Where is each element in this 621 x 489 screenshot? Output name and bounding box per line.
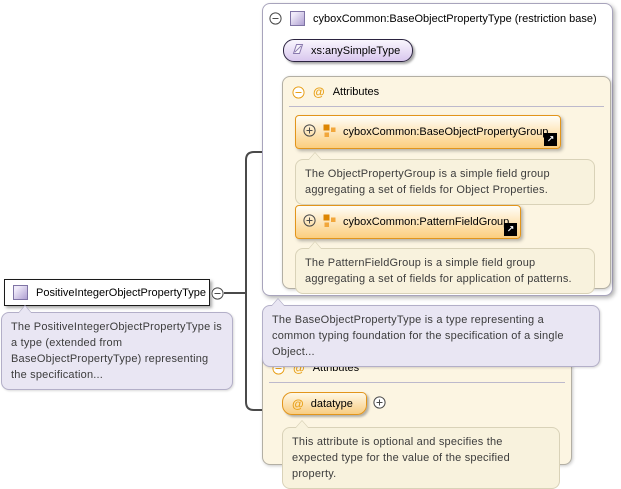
collapse-toggle-icon[interactable] [269, 12, 282, 25]
expand-toggle-icon[interactable] [303, 124, 316, 140]
attributes-panel: @ Attributes @ datatype This attribute i… [262, 352, 572, 489]
attributes-section: @ Attributes cyboxCommon:BaseObjectPrope… [282, 76, 611, 294]
type-box[interactable]: PositiveIntegerObjectPropertyType [4, 279, 210, 306]
attributes-header: @ Attributes [292, 85, 379, 99]
restriction-panel-header: cyboxCommon:BaseObjectPropertyType (rest… [269, 11, 597, 26]
collapse-toggle-icon[interactable] [292, 85, 305, 99]
group-name-label: cyboxCommon:PatternFieldGroup [343, 216, 510, 228]
base-type-description-tooltip: The BaseObjectPropertyType is a type rep… [262, 298, 600, 367]
attribute-row: @ datatype [282, 392, 386, 415]
group-description-text: The PatternFieldGroup is a simple field … [305, 257, 572, 285]
expand-toggle-icon[interactable] [373, 395, 386, 412]
attribute-description-text: This attribute is optional and specifies… [292, 436, 510, 480]
group-name-label: cyboxCommon:BaseObjectPropertyGroup [343, 126, 549, 138]
type-description-text: The PositiveIntegerObjectPropertyType is… [11, 321, 222, 381]
type-name-label: PositiveIntegerObjectPropertyType [36, 286, 206, 299]
attributes-header-label: Attributes [332, 86, 380, 98]
restriction-panel-title: cyboxCommon:BaseObjectPropertyType (rest… [313, 12, 597, 25]
separator [269, 382, 565, 383]
collapse-toggle-icon[interactable] [211, 287, 224, 300]
attribute-group-icon [323, 214, 336, 230]
simple-type-icon [291, 42, 305, 59]
attribute-icon: @ [292, 396, 304, 411]
complex-type-icon [13, 285, 28, 300]
group-box-patternfieldgroup[interactable]: cyboxCommon:PatternFieldGroup ↗ [295, 205, 521, 239]
group-box-baseobjectpropertygroup[interactable]: cyboxCommon:BaseObjectPropertyGroup ↗ [295, 115, 561, 149]
group-description-tooltip: The ObjectPropertyGroup is a simple fiel… [295, 152, 595, 205]
schema-diagram-canvas: { "diagram": { "left_type": { "name": "P… [1, 3, 613, 489]
group-description-tooltip: The PatternFieldGroup is a simple field … [295, 241, 595, 294]
restriction-base-panel: cyboxCommon:BaseObjectPropertyType (rest… [262, 3, 613, 296]
attribute-icon: @ [313, 85, 325, 99]
base-type-label: xs:anySimpleType [311, 44, 401, 57]
group-description-text: The ObjectPropertyGroup is a simple fiel… [305, 168, 550, 196]
attribute-name-label: datatype [310, 397, 353, 410]
attribute-pill-datatype[interactable]: @ datatype [282, 392, 367, 415]
attribute-group-icon [323, 124, 336, 140]
link-arrow-icon[interactable]: ↗ [544, 133, 557, 146]
base-type-description-text: The BaseObjectPropertyType is a type rep… [272, 314, 564, 358]
separator [289, 106, 604, 107]
connector-lines [224, 151, 263, 411]
expand-toggle-icon[interactable] [303, 214, 316, 230]
type-description-tooltip: The PositiveIntegerObjectPropertyType is… [1, 305, 233, 390]
base-type-pill[interactable]: xs:anySimpleType [283, 39, 414, 62]
link-arrow-icon[interactable]: ↗ [504, 223, 517, 236]
attribute-description-tooltip: This attribute is optional and specifies… [282, 420, 560, 489]
attribute-icon: @ [293, 361, 305, 375]
complex-type-icon [290, 11, 305, 26]
